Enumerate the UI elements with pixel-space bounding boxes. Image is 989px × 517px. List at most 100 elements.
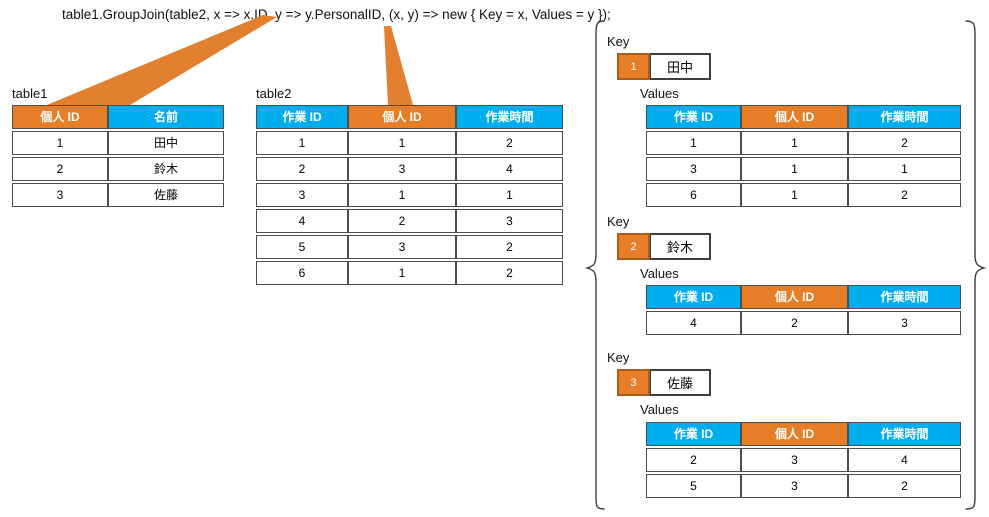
group3-key-box: 3 佐藤: [617, 369, 711, 396]
table-cell: 3: [348, 157, 456, 181]
values-header-work-id: 作業 ID: [646, 285, 741, 309]
group1-key-name: 田中: [650, 53, 711, 80]
values-header-work-id: 作業 ID: [646, 105, 741, 129]
table-cell: 2: [848, 131, 961, 155]
table-cell: 1: [12, 131, 108, 155]
table-cell: 2: [456, 261, 563, 285]
table1-header-name: 名前: [108, 105, 224, 129]
group2-values-table: 作業 ID 個人 ID 作業時間 4 2 3: [646, 283, 961, 337]
table-cell: 1: [741, 157, 848, 181]
group2-key-id: 2: [617, 233, 650, 260]
group2-values-label: Values: [640, 266, 679, 281]
table-cell: 2: [848, 474, 961, 498]
table-cell: 6: [646, 183, 741, 207]
table-row: 5 3 2: [256, 235, 563, 259]
table-cell: 2: [848, 183, 961, 207]
table-cell: 1: [741, 183, 848, 207]
table-cell: 1: [848, 157, 961, 181]
code-snippet: table1.GroupJoin(table2, x => x.ID, y =>…: [62, 7, 611, 22]
arrow-y-personalid-icon: [384, 26, 413, 105]
table-row: 3 1 1: [646, 157, 961, 181]
table-cell: 1: [348, 131, 456, 155]
table-row: 5 3 2: [646, 474, 961, 498]
group3-values-label: Values: [640, 402, 679, 417]
table-row: 1 1 2: [256, 131, 563, 155]
values-header-personal-id: 個人 ID: [741, 285, 848, 309]
table-row: 1 田中: [12, 131, 224, 155]
table-row: 2 鈴木: [12, 157, 224, 181]
values-header-work-time: 作業時間: [848, 285, 961, 309]
table-row: 1 1 2: [646, 131, 961, 155]
table-cell: 2: [456, 235, 563, 259]
table-cell: 田中: [108, 131, 224, 155]
table-cell: 2: [256, 157, 348, 181]
values-header-work-time: 作業時間: [848, 105, 961, 129]
group2-key-label: Key: [607, 214, 630, 229]
group3-key-id: 3: [617, 369, 650, 396]
arrow-x-id-icon: [42, 15, 277, 107]
table-cell: 3: [741, 474, 848, 498]
table-cell: 3: [646, 157, 741, 181]
table-row: 4 2 3: [646, 311, 961, 335]
table-cell: 3: [256, 183, 348, 207]
group1-values-table: 作業 ID 個人 ID 作業時間 1 1 2 3 1 1 6 1 2: [646, 103, 961, 209]
table-cell: 2: [12, 157, 108, 181]
table-row: 6 1 2: [646, 183, 961, 207]
table-row: 6 1 2: [256, 261, 563, 285]
group3-key-label: Key: [607, 350, 630, 365]
group1-key-box: 1 田中: [617, 53, 711, 80]
table-cell: 2: [456, 131, 563, 155]
table-cell: 鈴木: [108, 157, 224, 181]
table2-label: table2: [256, 86, 292, 101]
table-row: 3 佐藤: [12, 183, 224, 207]
table-header-row: 作業 ID 個人 ID 作業時間: [646, 285, 961, 309]
table-cell: 6: [256, 261, 348, 285]
table-cell: 1: [348, 261, 456, 285]
table-header-row: 作業 ID 個人 ID 作業時間: [256, 105, 563, 129]
table-row: 2 3 4: [646, 448, 961, 472]
table-cell: 2: [741, 311, 848, 335]
group3-key-name: 佐藤: [650, 369, 711, 396]
table1-label: table1: [12, 86, 48, 101]
values-header-personal-id: 個人 ID: [741, 105, 848, 129]
table-header-row: 作業 ID 個人 ID 作業時間: [646, 422, 961, 446]
table-cell: 1: [348, 183, 456, 207]
values-header-work-id: 作業 ID: [646, 422, 741, 446]
table-cell: 5: [256, 235, 348, 259]
table-cell: 4: [256, 209, 348, 233]
table-cell: 4: [456, 157, 563, 181]
table-header-row: 個人 ID 名前: [12, 105, 224, 129]
group3-values-table: 作業 ID 個人 ID 作業時間 2 3 4 5 3 2: [646, 420, 961, 500]
table-cell: 3: [741, 448, 848, 472]
table-cell: 5: [646, 474, 741, 498]
table1-header-personal-id: 個人 ID: [12, 105, 108, 129]
table-cell: 3: [12, 183, 108, 207]
group2-key-box: 2 鈴木: [617, 233, 711, 260]
group1-key-label: Key: [607, 34, 630, 49]
table1: 個人 ID 名前 1 田中 2 鈴木 3 佐藤: [12, 103, 224, 209]
table-cell: 4: [848, 448, 961, 472]
table-cell: 1: [741, 131, 848, 155]
values-header-personal-id: 個人 ID: [741, 422, 848, 446]
table-cell: 1: [256, 131, 348, 155]
group1-key-id: 1: [617, 53, 650, 80]
table2: 作業 ID 個人 ID 作業時間 1 1 2 2 3 4 3 1 1 4 2 3…: [256, 103, 563, 287]
table-row: 3 1 1: [256, 183, 563, 207]
table-header-row: 作業 ID 個人 ID 作業時間: [646, 105, 961, 129]
table-cell: 佐藤: [108, 183, 224, 207]
group2-key-name: 鈴木: [650, 233, 711, 260]
table-cell: 1: [646, 131, 741, 155]
table-cell: 1: [456, 183, 563, 207]
table-row: 2 3 4: [256, 157, 563, 181]
table-row: 4 2 3: [256, 209, 563, 233]
right-brace-icon: [965, 20, 987, 510]
table2-header-work-time: 作業時間: [456, 105, 563, 129]
table2-header-personal-id: 個人 ID: [348, 105, 456, 129]
values-header-work-time: 作業時間: [848, 422, 961, 446]
table-cell: 3: [348, 235, 456, 259]
group1-values-label: Values: [640, 86, 679, 101]
table-cell: 3: [848, 311, 961, 335]
table-cell: 4: [646, 311, 741, 335]
table-cell: 3: [456, 209, 563, 233]
